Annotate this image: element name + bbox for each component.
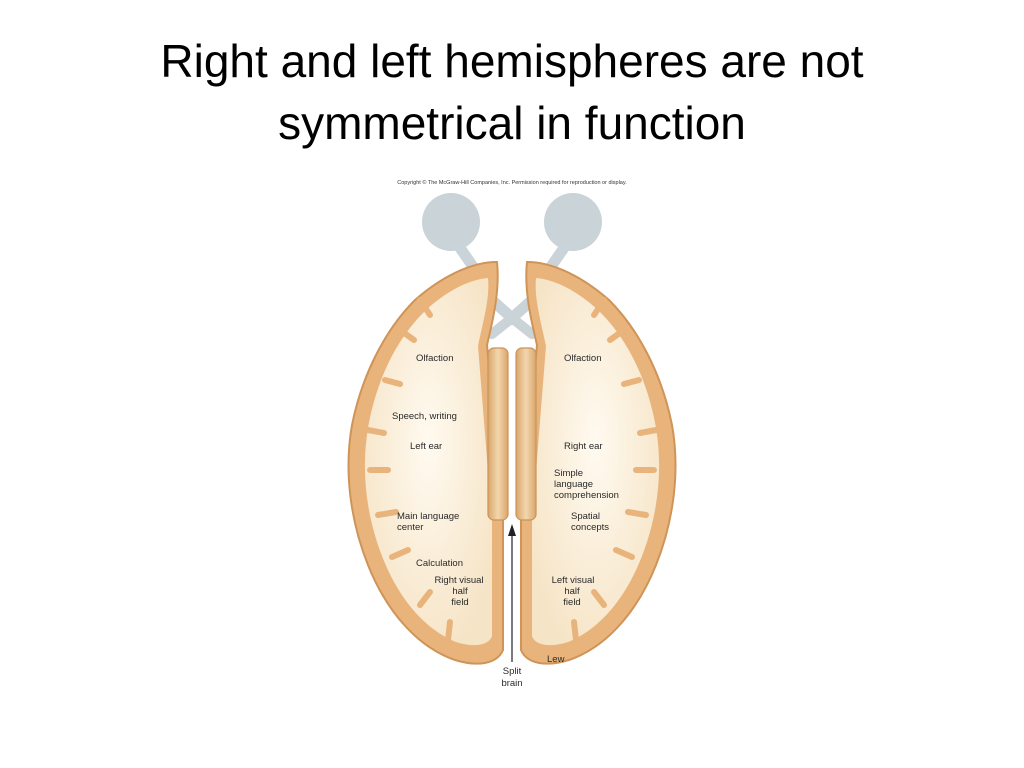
title-line-1: Right and left hemispheres are not xyxy=(160,35,864,87)
label-right-ear: Right ear xyxy=(564,441,603,452)
right-eye xyxy=(544,193,602,251)
label-main-language-2: center xyxy=(397,522,423,533)
label-left-ear: Left ear xyxy=(410,441,442,452)
copyright-text: Copyright © The McGraw-Hill Companies, I… xyxy=(397,179,627,186)
label-speech-writing: Speech, writing xyxy=(392,411,457,422)
label-right-visual-2: half xyxy=(452,586,468,597)
label-simple-1: Simple xyxy=(554,468,583,479)
slide-title: Right and left hemispheres are not symme… xyxy=(62,30,962,154)
split-brain-arrow xyxy=(508,524,516,662)
label-calculation: Calculation xyxy=(416,558,463,569)
label-spatial-1: Spatial xyxy=(571,511,600,522)
label-left-visual-1: Left visual xyxy=(552,575,595,586)
right-hemisphere xyxy=(520,260,677,665)
label-split-1: Split xyxy=(503,666,522,677)
label-right-visual-1: Right visual xyxy=(434,575,483,586)
left-hemisphere xyxy=(347,260,504,665)
artist-credit: Lew xyxy=(547,654,565,665)
label-simple-2: language xyxy=(554,479,593,490)
label-simple-3: comprehension xyxy=(554,490,619,501)
corpus-callosum-right xyxy=(515,347,537,521)
label-right-visual-3: field xyxy=(451,597,468,608)
label-left-visual-2: half xyxy=(564,586,580,597)
label-left-olfaction: Olfaction xyxy=(416,353,454,364)
title-line-2: symmetrical in function xyxy=(278,97,746,149)
label-main-language-1: Main language xyxy=(397,511,459,522)
label-right-olfaction: Olfaction xyxy=(564,353,602,364)
label-left-visual-3: field xyxy=(563,597,580,608)
corpus-callosum-left xyxy=(487,347,509,521)
label-split-2: brain xyxy=(501,678,522,689)
corpus-callosum xyxy=(487,347,537,521)
left-eye xyxy=(422,193,480,251)
label-spatial-2: concepts xyxy=(571,522,609,533)
